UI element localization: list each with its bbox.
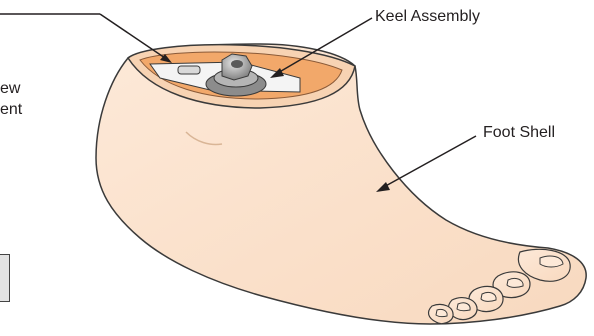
cropped-left-label: ew ent	[0, 78, 60, 120]
toe-5-nail	[436, 309, 447, 316]
leader-line-foot-shell	[382, 136, 476, 188]
cropped-side-box	[0, 254, 10, 302]
leader-line-left-diagonal	[100, 14, 168, 60]
keel-assembly-label: Keel Assembly	[375, 8, 480, 26]
cropped-label-line-2: ent	[0, 99, 60, 120]
toe-4-nail	[457, 303, 470, 311]
toe-2-nail	[507, 278, 523, 287]
keel-nut-hole	[231, 60, 243, 68]
foot-shell-label: Foot Shell	[483, 124, 555, 142]
cropped-label-line-1: ew	[0, 78, 60, 99]
toe-3-nail	[481, 292, 496, 301]
keel-bolt-slot	[178, 66, 200, 74]
